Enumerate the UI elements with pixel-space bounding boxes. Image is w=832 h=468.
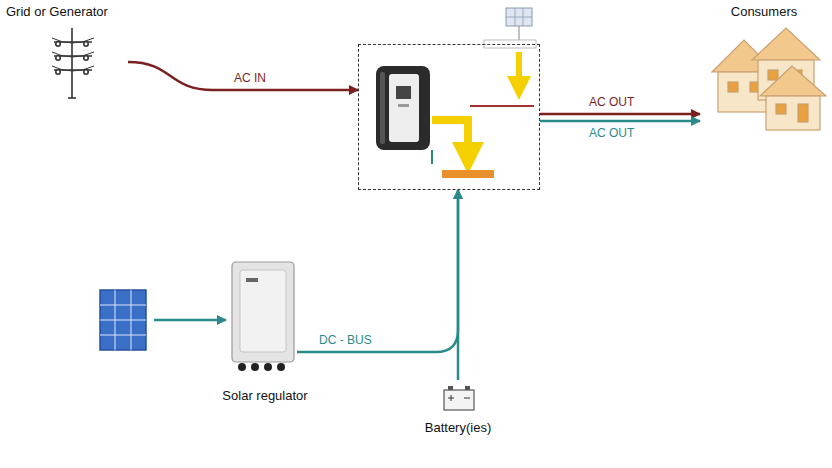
ac-in-line: [128, 62, 358, 90]
small-solar-panel: [484, 8, 536, 48]
inverter-device: [376, 66, 430, 150]
ac-out-line: [540, 120, 700, 123]
dc-bus-line: [297, 190, 458, 352]
solar-regulator-device: [232, 262, 294, 371]
edge-label: AC OUT: [587, 126, 636, 140]
battery-line: [457, 190, 460, 380]
battery: Battery(ies): [408, 380, 508, 436]
node-label: Consumers: [700, 4, 828, 20]
houses: [712, 28, 826, 130]
edge-label: DC - BUS: [317, 333, 374, 347]
inverter-box: [358, 44, 540, 190]
node-label: Grid or Generator: [6, 4, 126, 20]
edge-label: AC OUT: [587, 95, 636, 109]
node-label: Solar regulator: [219, 388, 311, 404]
battery-icon: [444, 386, 474, 410]
energy-flow: [432, 52, 534, 178]
power-pylon: [52, 28, 94, 98]
consumers-group: Consumers: [700, 4, 828, 132]
grid-source: Grid or Generator: [6, 4, 126, 100]
edge-label: AC IN: [232, 71, 268, 85]
solar-panel: [100, 290, 226, 350]
node-label: Battery(ies): [408, 420, 508, 436]
ac-out-line: [540, 113, 700, 116]
solar-regulator: Solar regulator: [219, 258, 311, 404]
